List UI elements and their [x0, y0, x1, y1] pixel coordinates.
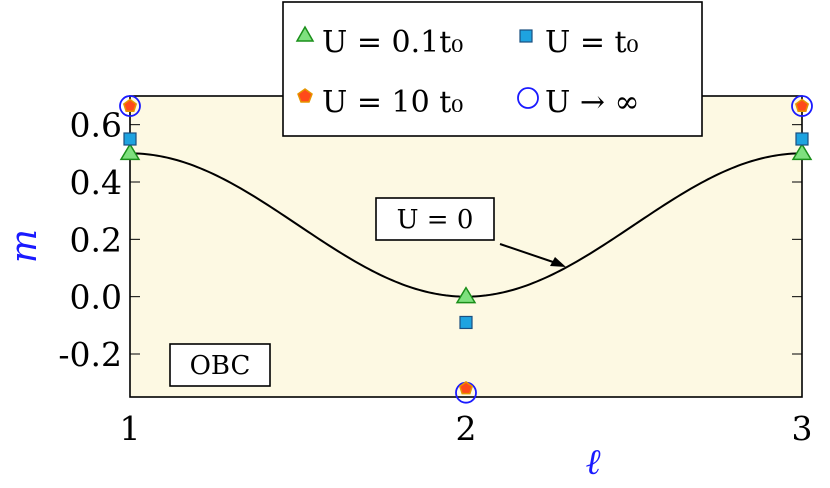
y-tick-label: -0.2 — [58, 335, 122, 374]
triangle-marker — [119, 142, 141, 161]
triangle-marker — [791, 142, 813, 161]
triangle-marker — [455, 286, 477, 304]
legend-circle-icon — [517, 87, 539, 109]
u-zero-arrowhead — [550, 257, 566, 267]
obc-box — [169, 343, 271, 387]
tick-labels: -0.2 0.0 0.2 0.4 0.6 1 2 3 — [58, 106, 812, 448]
square-marker — [459, 315, 473, 330]
legend-pentagon-icon — [297, 88, 313, 103]
u-zero-arrow — [499, 243, 557, 264]
square-marker — [123, 132, 137, 146]
pentagon-marker — [122, 98, 138, 113]
x-tick-label: 3 — [792, 409, 813, 448]
x-tick-label: 1 — [120, 409, 141, 448]
u-zero-annotation-text: U = 0 — [397, 205, 474, 235]
legend-triangle-icon — [295, 25, 315, 42]
data-markers — [119, 95, 813, 404]
axis-ticks — [130, 124, 802, 355]
obc-text: OBC — [190, 351, 251, 381]
legend-label-u-10t0: U = 10 t₀ — [322, 85, 463, 120]
u-zero-annotation-box — [375, 197, 495, 241]
y-tick-label: 0.4 — [70, 163, 122, 202]
x-tick-label: 2 — [456, 409, 477, 448]
square-marker — [795, 132, 809, 146]
circle-marker — [119, 95, 141, 117]
obc-label: OBC — [169, 343, 271, 387]
x-axis-label: ℓ — [586, 442, 601, 483]
y-tick-label: 0.6 — [70, 106, 122, 145]
circle-marker — [791, 95, 813, 117]
legend-label-u-0-1t0: U = 0.1t₀ — [322, 25, 463, 60]
legend-label-u-inf: U → ∞ — [545, 85, 639, 120]
y-tick-label: 0.0 — [70, 278, 122, 317]
legend-label-u-t0: U = t₀ — [545, 25, 639, 60]
pentagon-marker — [458, 380, 474, 395]
pentagon-marker — [794, 98, 810, 113]
legend-box — [282, 1, 703, 137]
y-axis-label: m — [4, 229, 45, 263]
u-zero-annotation: U = 0 — [375, 197, 566, 267]
legend: U = 0.1t₀ U = t₀ U = 10 t₀ U → ∞ — [282, 1, 703, 137]
y-tick-label: 0.2 — [70, 220, 122, 259]
legend-square-icon — [519, 29, 533, 43]
